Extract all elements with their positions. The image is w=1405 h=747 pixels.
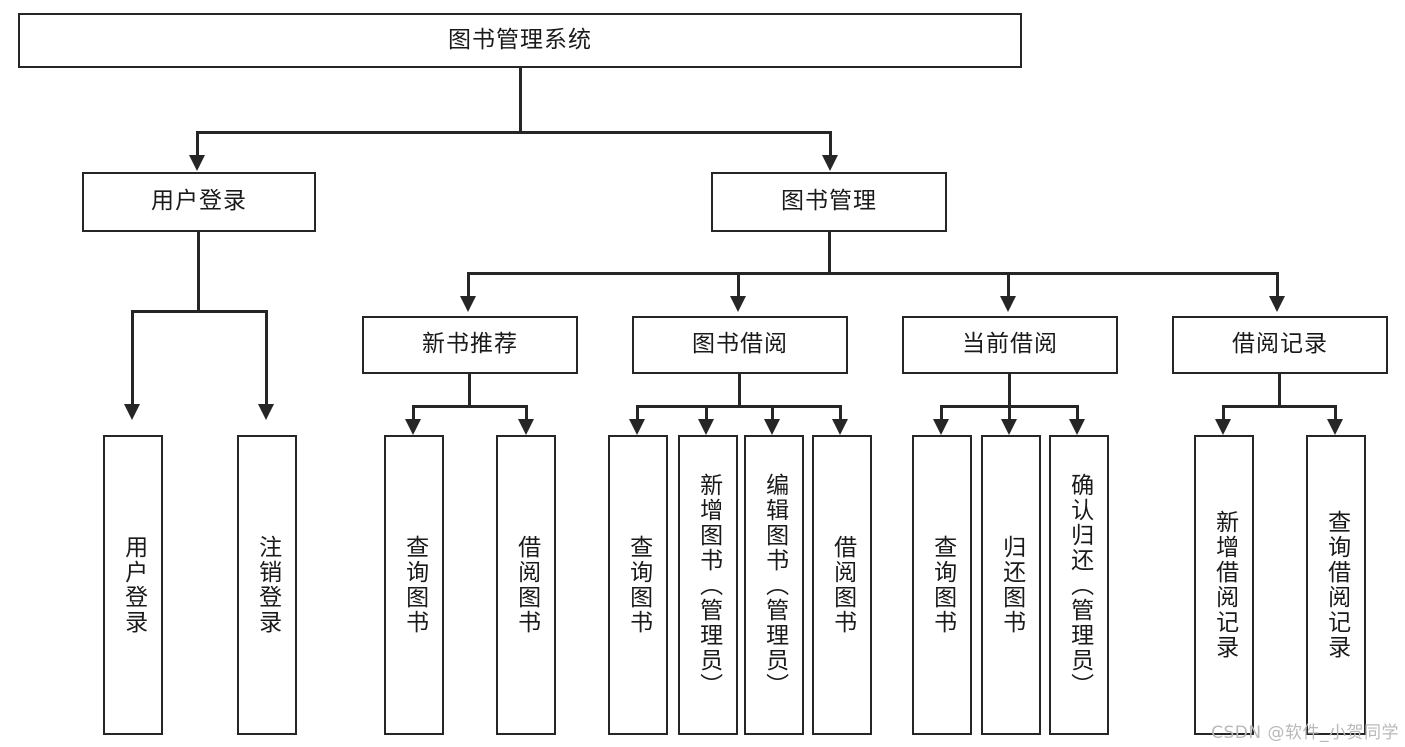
node-book-management[interactable]: 图书管理	[711, 172, 947, 232]
leaf-confirm-return-admin[interactable]: 确认归还（管理员）	[1049, 435, 1109, 735]
arrowhead-bookborrow-3	[764, 419, 780, 435]
edge-userlogin-drop-1	[131, 310, 134, 408]
arrowhead-borrowrecord-1	[1215, 419, 1231, 435]
leaf-borrow-book-newbook[interactable]: 借阅图书	[496, 435, 556, 735]
edge-currentborrow-drop-3	[1076, 405, 1079, 423]
arrowhead-bookborrow-2	[698, 419, 714, 435]
arrowhead-level3-2	[730, 296, 746, 312]
node-book-borrow[interactable]: 图书借阅	[632, 316, 848, 374]
edge-borrowrecord-stem	[1278, 374, 1281, 407]
edge-level2-bus	[196, 131, 832, 134]
edge-level2-drop-1	[196, 131, 199, 159]
leaf-return-book[interactable]: 归还图书	[981, 435, 1041, 735]
edge-bookborrow-drop-3	[771, 405, 774, 423]
node-user-login[interactable]: 用户登录	[82, 172, 316, 232]
arrowhead-currentborrow-2	[1001, 419, 1017, 435]
leaf-query-borrow-record[interactable]: 查询借阅记录	[1306, 435, 1366, 735]
node-root-system[interactable]: 图书管理系统	[18, 13, 1022, 68]
node-label: 注销登录	[254, 535, 281, 635]
edge-level2-drop-2	[829, 131, 832, 159]
node-label: 查询借阅记录	[1323, 510, 1350, 660]
leaf-user-login[interactable]: 用户登录	[103, 435, 163, 735]
edge-level3-drop-2	[737, 272, 740, 300]
edge-borrowrecord-drop-2	[1334, 405, 1337, 423]
leaf-add-book-admin[interactable]: 新增图书（管理员）	[678, 435, 738, 735]
arrowhead-level3-4	[1269, 296, 1285, 312]
edge-bookborrow-bus	[636, 405, 842, 408]
node-label: 新增借阅记录	[1211, 510, 1238, 660]
leaf-logout[interactable]: 注销登录	[237, 435, 297, 735]
node-label: 查询图书	[625, 535, 652, 635]
node-label: 编辑图书（管理员）	[761, 472, 788, 698]
node-label: 借阅图书	[829, 535, 856, 635]
edge-bookborrow-stem	[738, 374, 741, 407]
node-label: 查询图书	[401, 535, 428, 635]
edge-borrowrecord-bus	[1222, 405, 1337, 408]
node-label: 用户登录	[151, 188, 247, 215]
node-label: 新书推荐	[422, 331, 518, 358]
edge-userlogin-stem	[197, 232, 200, 312]
leaf-query-book-current[interactable]: 查询图书	[912, 435, 972, 735]
node-label: 借阅记录	[1232, 331, 1328, 358]
arrowhead-currentborrow-1	[933, 419, 949, 435]
leaf-add-borrow-record[interactable]: 新增借阅记录	[1194, 435, 1254, 735]
leaf-borrow-book-borrow[interactable]: 借阅图书	[812, 435, 872, 735]
node-borrow-record[interactable]: 借阅记录	[1172, 316, 1388, 374]
edge-root-stem	[519, 68, 522, 133]
edge-newbook-drop-1	[412, 405, 415, 423]
arrowhead-newbook-2	[518, 419, 534, 435]
edge-borrowrecord-drop-1	[1222, 405, 1225, 423]
node-label: 归还图书	[998, 535, 1025, 635]
edge-currentborrow-stem	[1008, 374, 1011, 407]
edge-currentborrow-drop-2	[1008, 405, 1011, 423]
edge-bookborrow-drop-1	[636, 405, 639, 423]
leaf-query-book-newbook[interactable]: 查询图书	[384, 435, 444, 735]
leaf-query-book-borrow[interactable]: 查询图书	[608, 435, 668, 735]
edge-level3-drop-1	[467, 272, 470, 300]
arrowhead-borrowrecord-2	[1327, 419, 1343, 435]
node-label: 借阅图书	[513, 535, 540, 635]
node-label: 确认归还（管理员）	[1066, 472, 1093, 698]
edge-newbook-bus	[412, 405, 528, 408]
arrowhead-level2-2	[822, 155, 838, 171]
edge-newbook-drop-2	[525, 405, 528, 423]
arrowhead-userlogin-1	[124, 404, 140, 420]
edge-userlogin-bus	[131, 310, 268, 313]
node-current-borrow[interactable]: 当前借阅	[902, 316, 1118, 374]
leaf-edit-book-admin[interactable]: 编辑图书（管理员）	[744, 435, 804, 735]
edge-bookmgmt-stem	[828, 232, 831, 274]
edge-level3-bus	[467, 272, 1279, 275]
node-label: 图书管理	[781, 188, 877, 215]
edge-bookborrow-drop-2	[705, 405, 708, 423]
arrowhead-newbook-1	[405, 419, 421, 435]
arrowhead-level2-1	[189, 155, 205, 171]
node-label: 图书借阅	[692, 331, 788, 358]
arrowhead-level3-3	[1000, 296, 1016, 312]
arrowhead-bookborrow-1	[629, 419, 645, 435]
edge-bookborrow-drop-4	[839, 405, 842, 423]
arrowhead-bookborrow-4	[832, 419, 848, 435]
node-label: 用户登录	[120, 535, 147, 635]
node-new-book-recommend[interactable]: 新书推荐	[362, 316, 578, 374]
node-label: 新增图书（管理员）	[695, 472, 722, 698]
node-label: 当前借阅	[962, 331, 1058, 358]
node-label: 图书管理系统	[448, 26, 592, 53]
edge-userlogin-drop-2	[265, 310, 268, 408]
arrowhead-level3-1	[460, 296, 476, 312]
edge-currentborrow-drop-1	[940, 405, 943, 423]
edge-level3-drop-4	[1276, 272, 1279, 300]
edge-newbook-stem	[468, 374, 471, 407]
watermark-text: CSDN @软件_小贺同学	[1211, 723, 1399, 743]
arrowhead-currentborrow-3	[1069, 419, 1085, 435]
node-label: 查询图书	[929, 535, 956, 635]
arrowhead-userlogin-2	[258, 404, 274, 420]
edge-level3-drop-3	[1007, 272, 1010, 300]
